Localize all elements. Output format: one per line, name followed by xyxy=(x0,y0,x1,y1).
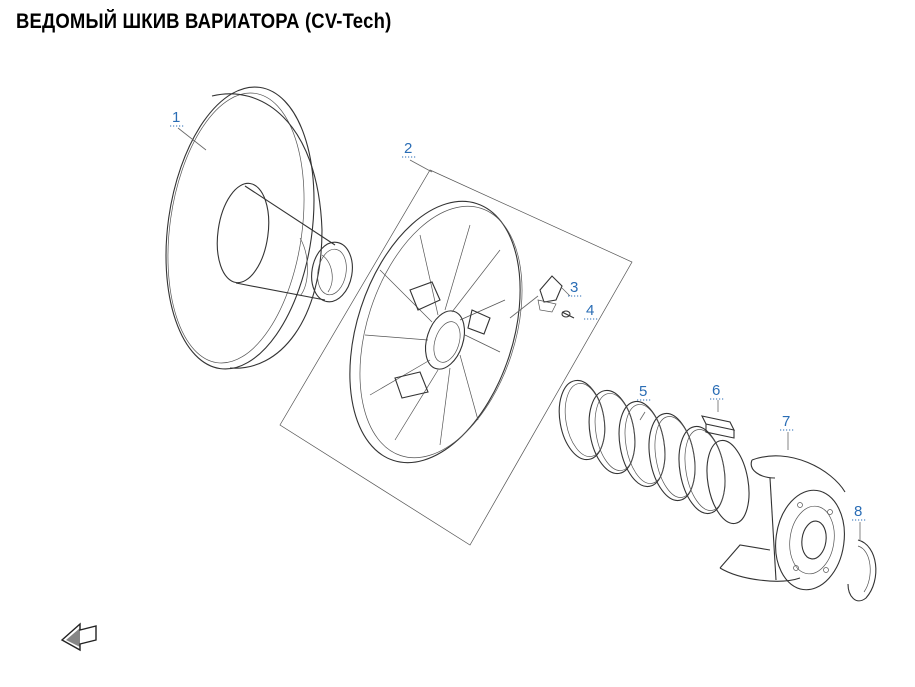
part-2-movable-sheave[interactable] xyxy=(319,180,551,485)
callout-1: 1 xyxy=(172,109,180,126)
part-3-slider-button[interactable] xyxy=(509,275,571,319)
part-2-assembly-frame xyxy=(279,169,633,546)
callout-8: 8 xyxy=(854,503,862,520)
part-5-spring[interactable] xyxy=(553,377,755,527)
callout-3: 3 xyxy=(570,279,578,296)
page-title: ВЕДОМЫЙ ШКИВ ВАРИАТОРА (CV-Tech) xyxy=(16,10,392,33)
part-4-screw[interactable] xyxy=(561,310,575,319)
callout-5: 5 xyxy=(639,383,647,400)
callout-7: 7 xyxy=(782,413,790,430)
callouts: 1 2 3 4 5 6 7 8 xyxy=(170,109,866,521)
leader-lines xyxy=(177,127,861,540)
callout-4: 4 xyxy=(586,302,594,319)
part-8-circlip[interactable] xyxy=(847,539,877,602)
part-1-fixed-sheave[interactable] xyxy=(149,77,357,378)
part-7-helix-cam[interactable] xyxy=(719,455,851,594)
part-6-key[interactable] xyxy=(700,415,736,439)
callout-2: 2 xyxy=(404,140,412,157)
front-direction-arrow-icon xyxy=(60,622,97,652)
callout-6: 6 xyxy=(712,382,720,399)
